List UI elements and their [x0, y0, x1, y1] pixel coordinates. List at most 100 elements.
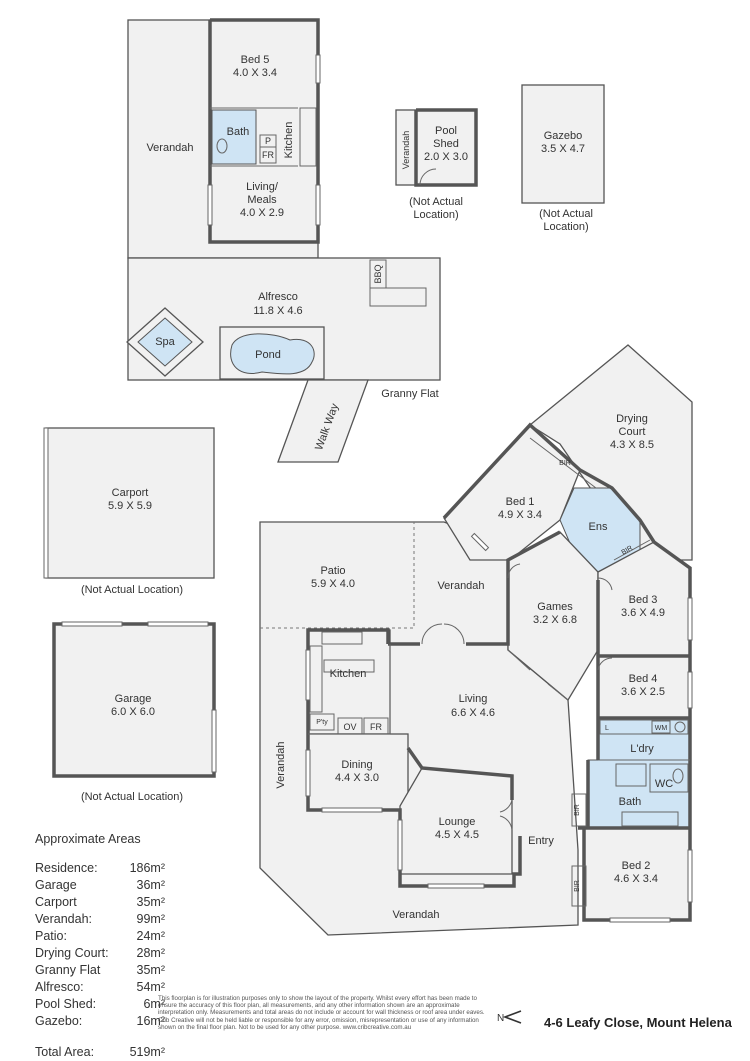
gazebo-name: Gazebo — [544, 130, 583, 142]
area-row-value: 54m² — [136, 980, 165, 994]
area-row-label: Patio: — [35, 929, 67, 943]
kitchen-bench-top — [321, 631, 363, 645]
area-row: Pool Shed: 6m² — [35, 996, 165, 1013]
patio-border — [260, 522, 415, 629]
bed1-name: Bed 1 — [506, 496, 535, 508]
disclaimer-text: This floorplan is for illustration purpo… — [158, 995, 485, 1031]
carport-name: Carport — [112, 487, 149, 499]
bed2-bir-box — [571, 865, 587, 907]
pool-shed-name-2: Shed — [433, 138, 459, 150]
area-row: Residence: 186m² — [35, 860, 165, 877]
property-address: 4-6 Leafy Close, Mount Helena — [544, 1015, 732, 1030]
verandah-french-door-right — [443, 623, 465, 645]
l-label: L — [605, 725, 609, 732]
granny-kitchen-label: Kitchen — [283, 122, 295, 159]
fridge-box — [259, 146, 277, 164]
garage-window-top-2 — [147, 621, 209, 627]
kitchen-island — [323, 659, 375, 673]
carport — [45, 427, 215, 579]
garage-door — [211, 709, 217, 773]
wc-label: WC — [655, 778, 673, 790]
verandah-left-label: Verandah — [275, 741, 287, 788]
area-row-label: Garage — [35, 878, 77, 892]
bed5-name: Bed 5 — [241, 54, 270, 66]
living-meals-name-1: Living/ — [246, 181, 279, 193]
bed2-size: 4.6 X 3.4 — [614, 873, 658, 885]
bed3-size: 3.6 X 4.9 — [621, 607, 665, 619]
area-row-label: Gazebo: — [35, 1014, 83, 1028]
area-row-value: 36m² — [136, 878, 165, 892]
area-row-value: 35m² — [136, 963, 165, 977]
area-row-value: 16m² — [136, 1014, 165, 1028]
wc-toilet — [672, 768, 684, 784]
garage-size: 6.0 X 6.0 — [111, 706, 155, 718]
oven-box — [337, 717, 363, 735]
total-area-value: 519m² — [129, 1045, 165, 1059]
lounge-walls — [406, 746, 514, 800]
laundry-tub — [674, 721, 686, 733]
north-arrow-icon: N — [497, 1010, 522, 1024]
bed3-name: Bed 3 — [629, 594, 658, 606]
gazebo-size: 3.5 X 4.7 — [541, 143, 585, 155]
living-size: 6.6 X 4.6 — [451, 707, 495, 719]
area-row-label: Carport — [35, 895, 77, 909]
games-living-divider — [507, 649, 531, 671]
fridge-box-main — [363, 717, 389, 735]
drying-court-size: 4.3 X 8.5 — [610, 439, 654, 451]
spa-water — [137, 317, 193, 367]
bed3-bir-wall — [613, 539, 651, 561]
pool-shed-walls — [414, 108, 478, 187]
bed1-window — [470, 532, 490, 552]
area-row-label: Pool Shed: — [35, 997, 97, 1011]
bed4-window — [687, 671, 693, 709]
dining-name: Dining — [341, 759, 372, 771]
bir-bed1-label: BIR — [559, 460, 571, 467]
bbq-label: BBQ — [373, 264, 383, 283]
granny-flat-walls — [208, 18, 320, 244]
pool-shed-door — [419, 168, 437, 186]
pantry-label: P — [265, 136, 271, 146]
fridge-label: FR — [262, 150, 274, 160]
alfresco-size: 11.8 X 4.6 — [253, 305, 302, 317]
lounge-name: Lounge — [439, 816, 476, 828]
carport-note: (Not Actual Location) — [81, 584, 183, 596]
area-row: Gazebo: 16m² — [35, 1013, 165, 1030]
gazebo-note-1: (Not Actual — [539, 208, 593, 220]
pond-label: Pond — [255, 349, 281, 361]
main-walls-games — [466, 530, 561, 646]
fridge-label-main: FR — [370, 722, 382, 732]
living-meals-window-left — [207, 184, 213, 226]
gazebo — [521, 84, 605, 204]
bed1-size: 4.9 X 3.4 — [498, 509, 542, 521]
granny-toilet — [216, 138, 228, 154]
areas-title: Approximate Areas — [35, 832, 141, 846]
garage-name: Garage — [115, 693, 152, 705]
entry-label: Entry — [528, 835, 554, 847]
area-row-label: Drying Court: — [35, 946, 109, 960]
living-passage-wall — [547, 683, 569, 701]
area-row: Garage 36m² — [35, 877, 165, 894]
area-row-value: 186m² — [129, 861, 165, 875]
area-row-value: 6m² — [143, 997, 165, 1011]
kitchen-label: Kitchen — [330, 668, 367, 680]
patio-name: Patio — [320, 565, 345, 577]
pool-shed-note-1: (Not Actual — [409, 196, 463, 208]
area-row: Drying Court: 28m² — [35, 945, 165, 962]
laundry — [597, 717, 691, 761]
alfresco-name: Alfresco — [258, 291, 298, 303]
drying-court-name-1: Drying — [616, 413, 648, 425]
area-row-value: 28m² — [136, 946, 165, 960]
bir-bed3-label: BIR — [620, 545, 634, 557]
wc-room — [649, 763, 689, 793]
oven-label: OV — [343, 722, 356, 732]
lounge-size: 4.5 X 4.5 — [435, 829, 479, 841]
granny-bath-label: Bath — [227, 126, 250, 138]
bed4-door — [597, 657, 613, 671]
area-row-label: Alfresco: — [35, 980, 84, 994]
dining-window-bottom — [321, 807, 383, 813]
area-row: Patio:24m² — [35, 928, 165, 945]
area-row-label: Residence: — [35, 861, 98, 875]
